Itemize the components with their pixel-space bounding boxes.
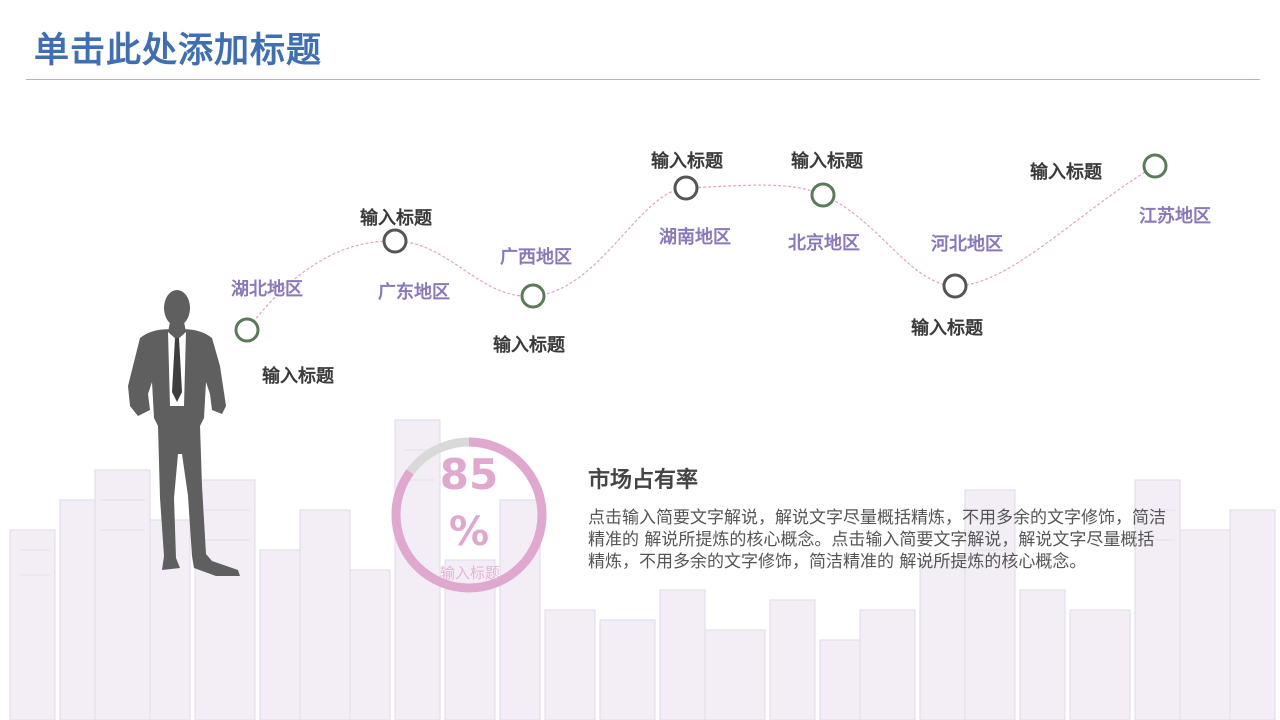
node-title-3[interactable]: 输入标题 [493,335,565,356]
market-share-heading[interactable]: 市场占有率 [588,468,699,493]
city-skyline-background [9,419,1276,720]
title-divider [26,79,1260,80]
market-share-gauge [391,437,547,593]
node-title-6[interactable]: 输入标题 [911,318,983,339]
region-label-guangdong[interactable]: 广东地区 [378,282,450,303]
gauge-unit[interactable]: % [448,509,490,555]
region-label-hebei[interactable]: 河北地区 [931,234,1003,255]
route-node-2[interactable] [382,228,408,254]
region-label-guangxi[interactable]: 广西地区 [500,247,572,268]
route-node-3[interactable] [520,283,546,309]
gauge-caption[interactable]: 输入标题 [439,564,501,582]
route-node-6[interactable] [942,273,968,299]
route-node-4[interactable] [673,175,699,201]
route-node-1[interactable] [234,317,260,343]
gauge-value[interactable]: 85 [439,450,499,499]
region-label-hubei[interactable]: 湖北地区 [231,279,303,300]
node-title-7[interactable]: 输入标题 [1030,162,1102,183]
node-title-4[interactable]: 输入标题 [651,151,723,172]
page-title[interactable]: 单击此处添加标题 [34,31,323,71]
gauge-fill-arc [391,437,547,593]
region-label-beijing[interactable]: 北京地区 [788,233,860,254]
businessman-silhouette [128,290,240,576]
region-label-jiangsu[interactable]: 江苏地区 [1139,206,1211,227]
node-title-1[interactable]: 输入标题 [262,366,334,387]
market-share-description[interactable]: 点击输入简要文字解说，解说文字尽量概括精炼，不用多余的文字修饰，简洁精准的 解说… [588,508,1166,572]
node-title-2[interactable]: 输入标题 [360,208,432,229]
route-node-5[interactable] [810,182,836,208]
node-title-5[interactable]: 输入标题 [791,151,863,172]
route-node-7[interactable] [1142,153,1168,179]
region-label-hunan[interactable]: 湖南地区 [659,227,731,248]
